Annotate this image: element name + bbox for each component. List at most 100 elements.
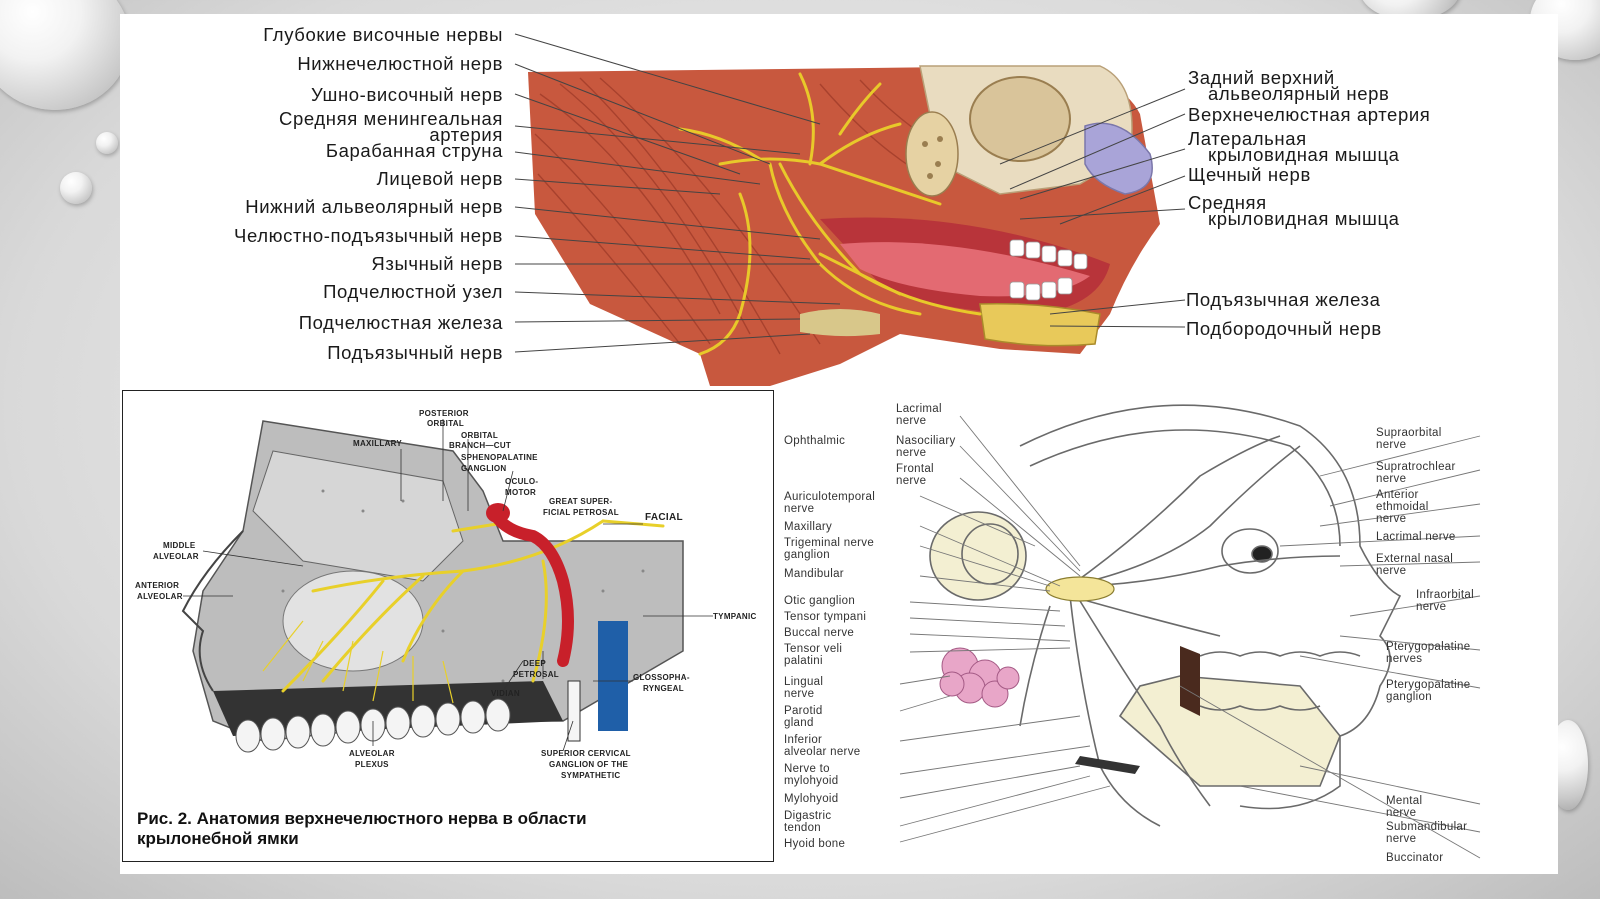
label-parotid-gland: gland	[784, 717, 814, 729]
label-auriculotemporal-nerve: Ушно-височный нерв	[311, 84, 503, 105]
label-maxillary-artery: Верхнечелюстная артерия	[1188, 104, 1431, 125]
label-orbital: ORBITAL	[427, 419, 465, 428]
label-lacrimal: Lacrimal	[896, 403, 942, 415]
maxillary-nerve-figure: POSTERIOR ORBITAL MAXILLARY ORBITAL BRAN…	[122, 390, 774, 862]
label-medial: Средняя	[1188, 192, 1267, 213]
label-ganglion-of-the: GANGLION OF THE	[549, 760, 629, 769]
label-maxillary: Maxillary	[784, 521, 833, 533]
label-anterior: Anterior	[1376, 489, 1419, 501]
label-medial-pterygoid-muscle: крыловидная мышца	[1208, 208, 1400, 229]
label-auriculotemporal: Auriculotemporal	[784, 491, 876, 503]
label-vidian: VIDIAN	[491, 689, 520, 698]
label-tympanic: TYMPANIC	[713, 612, 757, 621]
label-mylohyoid: Mylohyoid	[784, 793, 839, 805]
label-submandibular: Submandibular	[1386, 821, 1468, 833]
figure-caption: Рис. 2. Анатомия верхнечелюстного нерва …	[137, 809, 737, 849]
label-supraorbital: Supraorbital	[1376, 427, 1442, 439]
label-pterygopalatine-ganglion: ganglion	[1386, 691, 1432, 703]
label-mental-nerve: Подбородочный нерв	[1186, 318, 1382, 339]
label-superior-cervical: SUPERIOR CERVICAL	[541, 749, 631, 758]
label-external-nasal: External nasal	[1376, 553, 1454, 565]
label-deep-temporal-nerves: Глубокие височные нервы	[263, 24, 503, 45]
label-submandibular-nerve: nerve	[1386, 833, 1417, 845]
label-lateral-pterygoid-muscle: крыловидная мышца	[1208, 144, 1400, 165]
label-digastric-tendon: tendon	[784, 822, 821, 834]
head-line-drawing	[899, 404, 1481, 859]
label-nerve-to: Nerve to	[784, 763, 830, 775]
label-alveolar-nerve: альвеолярный нерв	[1208, 83, 1390, 104]
label-infraorbital-nerve: nerve	[1416, 601, 1447, 613]
label-ethmoidal: ethmoidal	[1376, 501, 1429, 513]
label-lacrimal-nerve-right: Lacrimal nerve	[1376, 531, 1456, 543]
caption-line-1: Рис. 2. Анатомия верхнечелюстного нерва …	[137, 809, 587, 828]
label-mylohyoid-nerve: mylohyoid	[784, 775, 839, 787]
label-trigeminal-ganglion: ganglion	[784, 549, 830, 561]
water-drop-decoration	[96, 132, 118, 154]
label-digastric: Digastric	[784, 810, 832, 822]
label-tensor-tympani: Tensor tympani	[784, 611, 867, 623]
label-alveolar-3: ALVEOLAR	[349, 749, 395, 758]
label-ophthalmic: Ophthalmic	[784, 435, 846, 447]
label-frontal-nerve: nerve	[896, 475, 927, 487]
label-nasociliary: Nasociliary	[896, 435, 956, 447]
label-sublingual-gland: Подъязычная железа	[1186, 289, 1381, 310]
label-posterior: POSTERIOR	[419, 409, 469, 418]
label-ethmoidal-nerve: nerve	[1376, 513, 1407, 525]
label-buccinator: Buccinator	[1386, 852, 1444, 864]
label-hypoglossal-nerve: Подъязычный нерв	[327, 342, 503, 363]
label-tensor-veli: Tensor veli	[784, 643, 843, 655]
label-anterior: ANTERIOR	[135, 581, 180, 590]
trigeminal-nerve-diagram: Lacrimal nerve Ophthalmic Nasociliary ne…	[780, 386, 1558, 866]
label-hyoid-bone: Hyoid bone	[784, 838, 846, 850]
label-external-nasal-nerve: nerve	[1376, 565, 1407, 577]
label-branch-cut: BRANCH—CUT	[449, 441, 512, 450]
label-ganglion: GANGLION	[461, 464, 507, 473]
label-inferior-alveolar-nerve: alveolar nerve	[784, 746, 861, 758]
label-motor: MOTOR	[505, 488, 537, 497]
label-middle-meningeal: Средняя менингеальная	[279, 108, 503, 129]
label-artery: артерия	[429, 124, 503, 145]
label-glossopharyngeal: GLOSSOPHA-	[633, 673, 690, 682]
label-maxillary: MAXILLARY	[353, 439, 403, 448]
label-pterygopalatine-nerves: nerves	[1386, 653, 1423, 665]
label-petrosal-2: PETROSAL	[513, 670, 559, 679]
skull-illustration	[181, 419, 713, 753]
label-alveolar-2: ALVEOLAR	[137, 592, 183, 601]
label-buccal-nerve: Buccal nerve	[784, 627, 855, 639]
label-pterygopalatine-2: Pterygopalatine	[1386, 679, 1471, 691]
label-pterygopalatine: Pterygopalatine	[1386, 641, 1471, 653]
label-posterior-superior: Задний верхний	[1188, 67, 1335, 88]
label-supraorbital-nerve: nerve	[1376, 439, 1407, 451]
slide: Глубокие височные нервы Нижнечелюстной н…	[120, 14, 1558, 874]
label-otic-ganglion: Otic ganglion	[784, 595, 856, 607]
label-palatini: palatini	[784, 655, 823, 667]
label-facial: FACIAL	[645, 512, 683, 523]
label-sympathetic: SYMPATHETIC	[561, 771, 621, 780]
label-mylohyoid-nerve: Челюстно-подъязычный нерв	[234, 225, 503, 246]
label-ryngeal: RYNGEAL	[643, 684, 684, 693]
label-lingual-nerve: nerve	[784, 688, 815, 700]
label-infraorbital: Infraorbital	[1416, 589, 1474, 601]
label-supratrochlear-nerve: nerve	[1376, 473, 1407, 485]
label-lingual: Lingual	[784, 676, 824, 688]
water-drop-decoration	[60, 172, 92, 204]
label-alveolar: ALVEOLAR	[153, 552, 199, 561]
label-mental-nerve: nerve	[1386, 807, 1417, 819]
label-parotid: Parotid	[784, 705, 823, 717]
caption-line-2: крылонебной ямки	[137, 829, 299, 848]
label-submandibular-gland: Подчелюстная железа	[298, 312, 503, 333]
label-buccal-nerve: Щечный нерв	[1188, 164, 1311, 185]
label-auriculotemporal-nerve: nerve	[784, 503, 815, 515]
label-sphenopalatine: SPHENOPALATINE	[461, 453, 538, 462]
label-petrosal: FICIAL PETROSAL	[543, 508, 619, 517]
label-inferior-alveolar-nerve: Нижний альвеолярный нерв	[245, 196, 503, 217]
label-middle: MIDDLE	[163, 541, 196, 550]
label-mandibular: Mandibular	[784, 568, 844, 580]
label-submandibular-ganglion: Подчелюстной узел	[323, 281, 503, 302]
head-illustration	[514, 33, 1186, 386]
label-mandibular-nerve: Нижнечелюстной нерв	[297, 53, 503, 74]
label-facial-nerve: Лицевой нерв	[376, 168, 503, 189]
label-lateral: Латеральная	[1188, 128, 1307, 149]
label-trigeminal-nerve: Trigeminal nerve	[784, 537, 875, 549]
label-chorda-tympani: Барабанная струна	[325, 140, 503, 161]
